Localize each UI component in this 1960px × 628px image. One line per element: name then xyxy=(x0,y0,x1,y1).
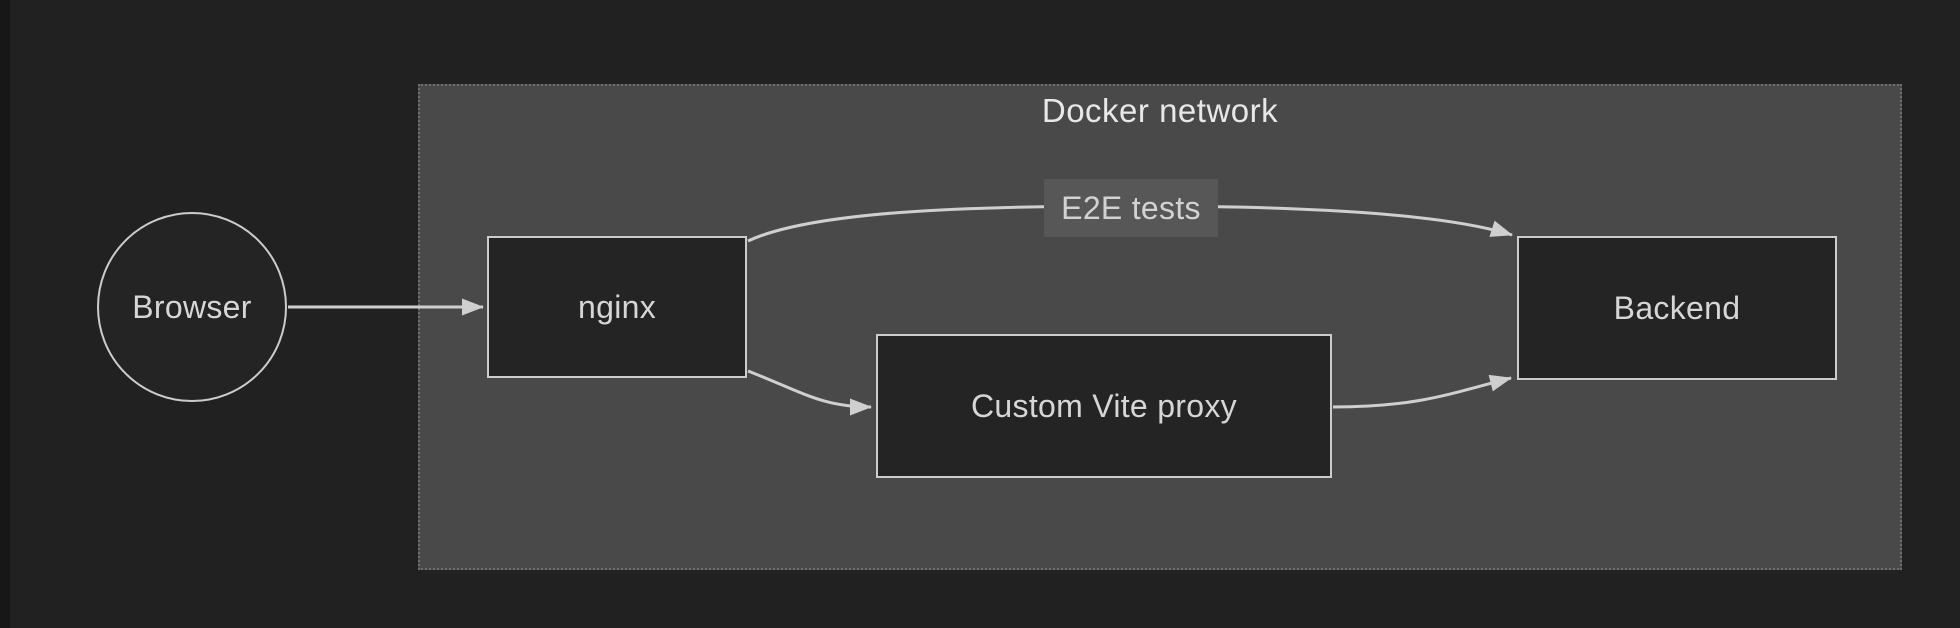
edge-label-e2e-tests: E2E tests xyxy=(1044,179,1218,237)
window-left-edge xyxy=(0,0,10,628)
node-custom-vite-proxy: Custom Vite proxy xyxy=(876,334,1332,478)
node-custom-vite-proxy-label: Custom Vite proxy xyxy=(971,387,1237,424)
node-backend: Backend xyxy=(1517,236,1837,380)
node-backend-label: Backend xyxy=(1613,289,1741,326)
edge-nginx-to-vite-proxy xyxy=(747,369,872,416)
node-browser-label: Browser xyxy=(132,288,252,325)
node-nginx-label: nginx xyxy=(578,288,656,325)
edge-vite-proxy-to-backend xyxy=(1332,374,1512,409)
cluster-title: Docker network xyxy=(1041,92,1279,129)
node-browser: Browser xyxy=(97,212,287,402)
node-nginx: nginx xyxy=(487,236,747,378)
